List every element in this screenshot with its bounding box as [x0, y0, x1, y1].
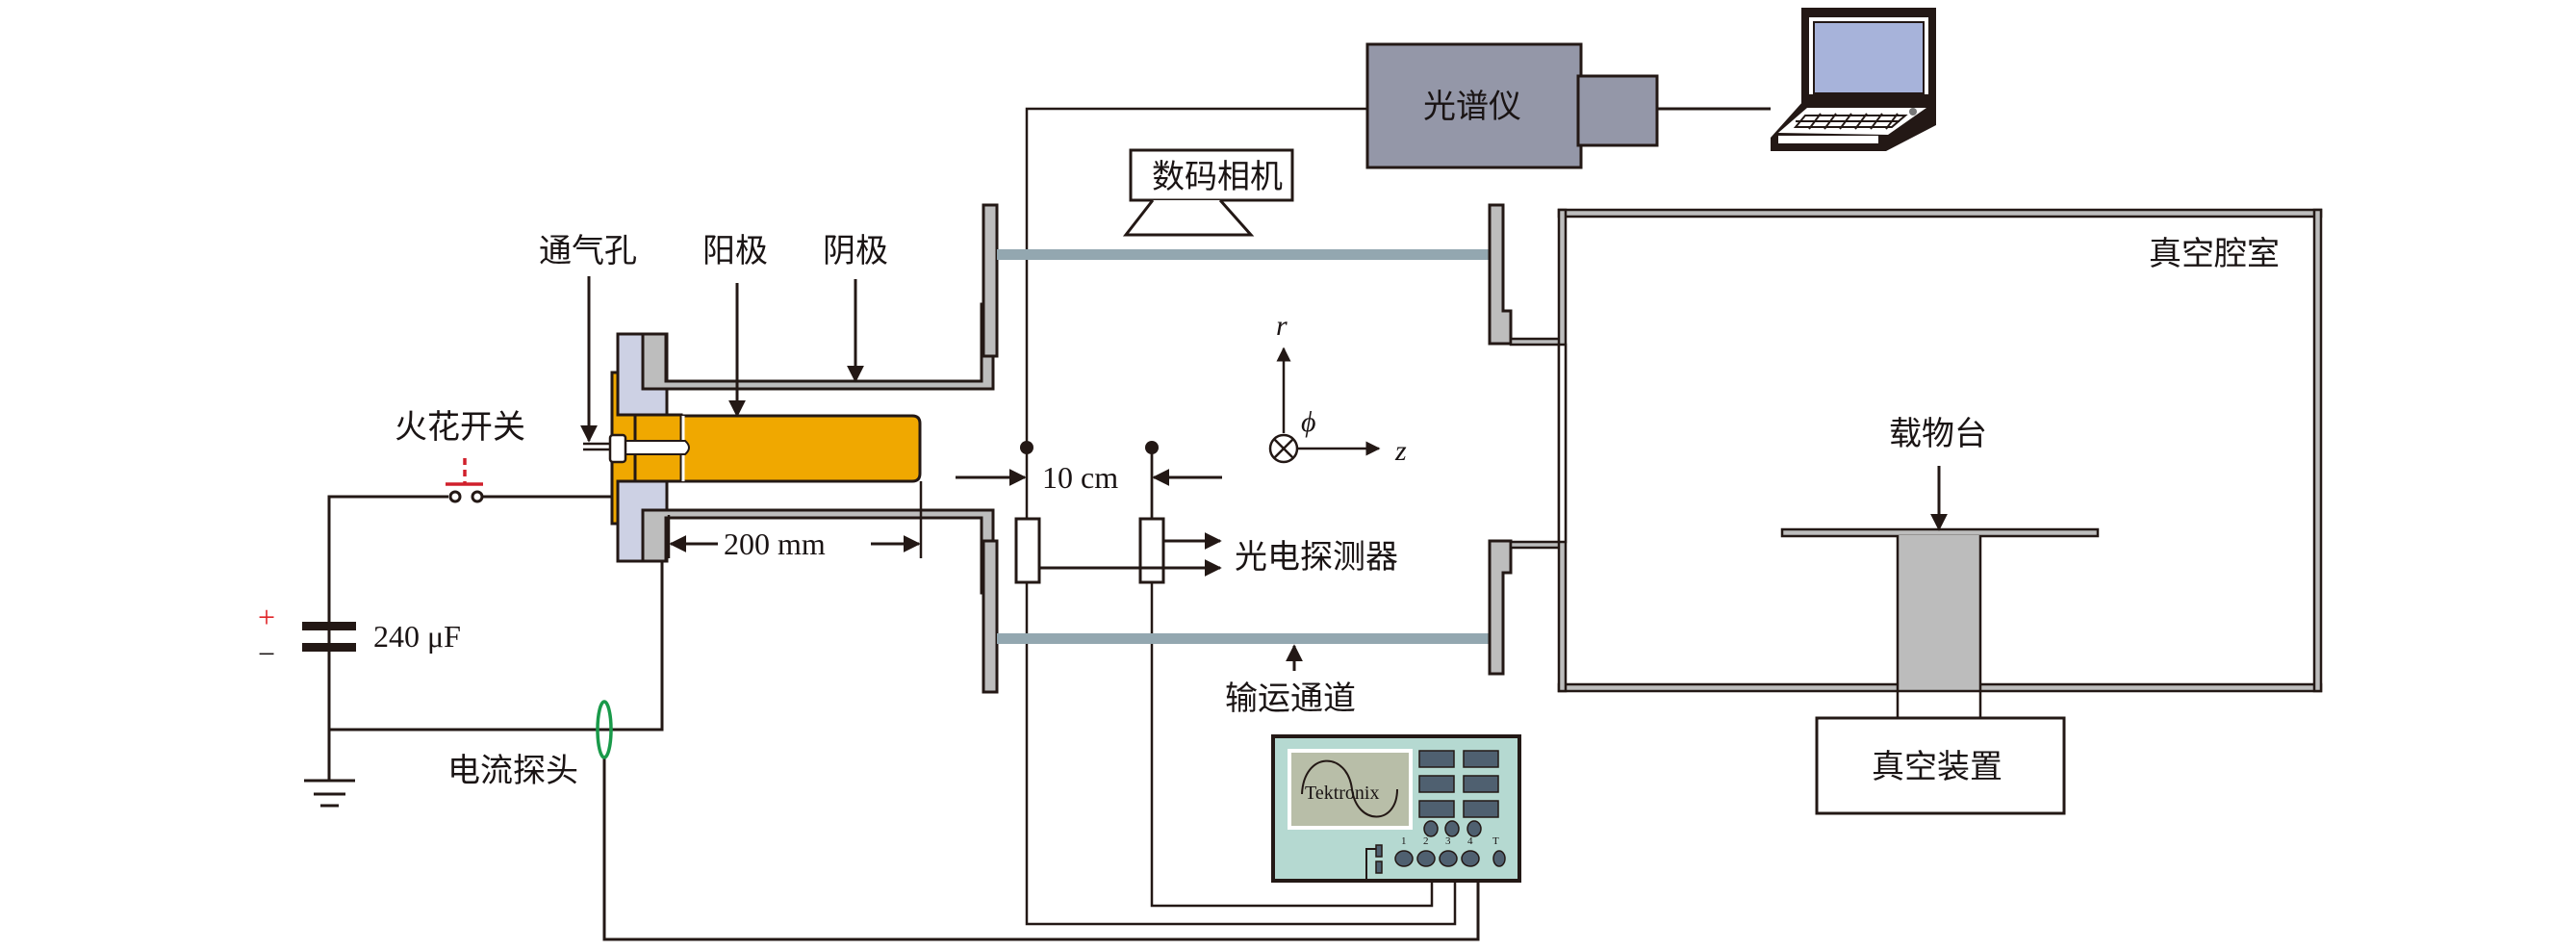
channel-3-input: [1439, 850, 1458, 867]
channel-2-input: [1416, 850, 1436, 867]
oscilloscope: Tektronix 1 2 3 4 T: [1271, 734, 1521, 883]
axis-phi-label: ϕ: [1301, 406, 1316, 438]
laptop-icon: [1771, 8, 1936, 151]
coordinate-system: [1268, 347, 1381, 464]
capacitance-label: 240 μF: [373, 619, 461, 654]
spectrometer-body: [1365, 42, 1583, 169]
stage-pillar: [1898, 535, 1980, 687]
oscilloscope-screen: [1288, 749, 1413, 830]
spark-switch-label: 火花开关: [395, 408, 525, 447]
anode-label: 阳极: [702, 232, 768, 270]
channel-t-label: T: [1492, 835, 1499, 847]
channel-2-label: 2: [1423, 835, 1429, 847]
channel-lower-wall: [997, 633, 1495, 644]
channel-4-input: [1461, 850, 1480, 867]
detector2-box: [1138, 517, 1165, 584]
channel-3-label: 3: [1445, 835, 1451, 847]
oscilloscope-channel-labels: 1 2 3 4 T: [1401, 835, 1499, 847]
channel-1-input: [1394, 850, 1414, 867]
detector2-signal-wire: [1150, 449, 1434, 908]
axis-z-label: z: [1394, 435, 1407, 467]
axis-r-label: r: [1276, 310, 1288, 342]
camera-label: 数码相机: [1152, 158, 1283, 196]
vacuum-chamber-label: 真空腔室: [2149, 235, 2280, 273]
vent-fitting: [608, 433, 627, 464]
oscilloscope-waveform: [1301, 759, 1398, 818]
vacuum-device-label: 真空装置: [1872, 748, 2002, 786]
detector1-probe-tip: [1020, 441, 1033, 454]
channel-4-label: 4: [1467, 835, 1473, 847]
photodetector-label: 光电探测器: [1235, 538, 1398, 577]
transport-channel-label: 输运通道: [1225, 680, 1356, 718]
oscilloscope-inputs: [1394, 850, 1506, 867]
vent-channel: [625, 440, 690, 455]
camera-lens: [1122, 199, 1255, 237]
current-probe-label: 电流探头: [447, 752, 578, 790]
spectrometer-label: 光谱仪: [1423, 88, 1521, 126]
current-probe-wire: [602, 757, 1480, 941]
ground-symbol: [304, 779, 355, 808]
circuit-top-wire: [327, 495, 448, 728]
chamber-flange-upper: [1488, 203, 1513, 346]
polarity-minus: −: [258, 636, 275, 671]
cathode-upper: [641, 302, 995, 391]
vacuum-device-box: [1815, 716, 2066, 815]
circuit-bottom-wire: [327, 539, 664, 732]
cathode-lower: [641, 508, 995, 595]
chamber-flange-lower: [1488, 539, 1513, 676]
polarity-plus: +: [258, 600, 275, 634]
oscilloscope-brand: Tektronix: [1305, 783, 1379, 804]
plasma-gun: [583, 203, 999, 694]
sample-stage-label: 载物台: [1889, 415, 1987, 453]
electrode-length-label: 200 mm: [724, 526, 826, 561]
detector1-box: [1014, 517, 1041, 584]
detector1-signal-wire: [1025, 449, 1457, 926]
spectrometer-fiber-wire: [1025, 107, 1367, 449]
vent-hole-label: 通气孔: [539, 232, 637, 270]
oscilloscope-power-switch: [1365, 844, 1383, 879]
capacitor: [302, 604, 356, 664]
channel-1-label: 1: [1401, 835, 1407, 847]
spacing-label: 10 cm: [1042, 460, 1118, 495]
spark-switch: [446, 458, 484, 503]
anode-rod: [679, 414, 922, 483]
oscilloscope-buttons: [1418, 750, 1499, 837]
channel-t-input: [1492, 850, 1506, 867]
channel-upper-wall: [997, 249, 1495, 260]
stage-plate: [1780, 527, 2100, 538]
spectrometer-port: [1576, 74, 1659, 147]
cathode-label: 阴极: [823, 232, 888, 270]
current-probe-loop: [596, 700, 613, 759]
